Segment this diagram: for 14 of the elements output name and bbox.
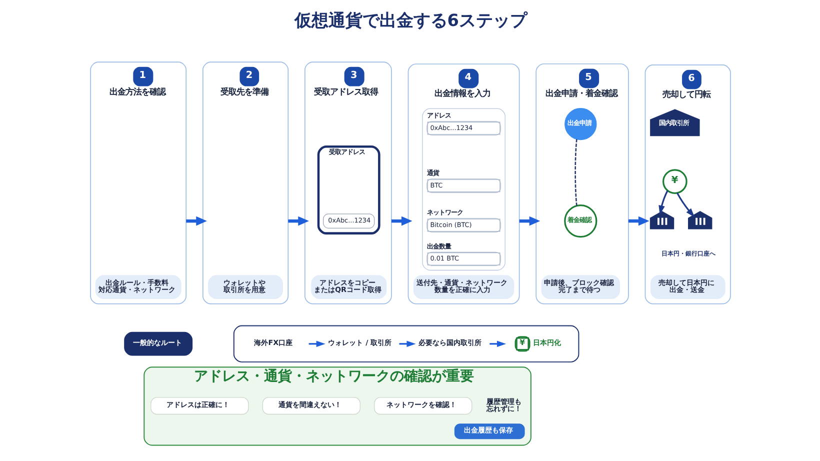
cluster [422, 108, 505, 271]
node-picture [649, 210, 674, 230]
diagram-title: 仮想通貨で出金する6ステップ [294, 10, 526, 30]
node-circle: ¥ [662, 169, 687, 194]
cluster [232, 325, 579, 362]
arrow [390, 216, 412, 226]
arrow [518, 216, 540, 226]
node-picture [688, 210, 712, 230]
arrow [676, 192, 694, 218]
connector [574, 139, 577, 206]
arrow [186, 216, 206, 226]
arrow [628, 216, 649, 226]
arrow [658, 190, 668, 215]
arrow [288, 216, 308, 226]
